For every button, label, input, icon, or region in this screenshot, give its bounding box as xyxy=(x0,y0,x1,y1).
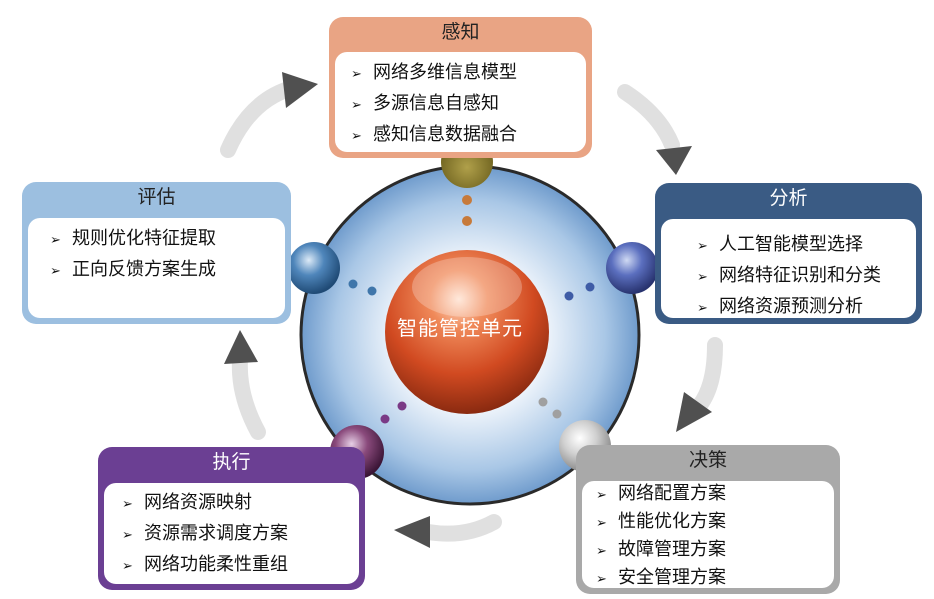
center-label: 智能管控单元 xyxy=(397,316,523,340)
list-item: ➢网络功能柔性重组 xyxy=(122,550,359,581)
connector-dot xyxy=(462,195,472,205)
item-list: ➢网络资源映射 ➢资源需求调度方案 ➢网络功能柔性重组 xyxy=(122,488,359,581)
card-title: 感知 xyxy=(441,21,480,43)
card-execute: 执行 ➢网络资源映射 ➢资源需求调度方案 ➢网络功能柔性重组 xyxy=(98,447,365,590)
connector-dot xyxy=(538,397,548,407)
list-item: ➢网络多维信息模型 xyxy=(351,58,586,89)
item-list: ➢网络多维信息模型 ➢多源信息自感知 ➢感知信息数据融合 xyxy=(351,58,586,151)
arrow-bullet-icon: ➢ xyxy=(697,239,708,254)
connector-dot xyxy=(585,282,595,292)
card-decide: 决策 ➢网络配置方案 ➢性能优化方案 ➢故障管理方案 ➢安全管理方案 xyxy=(576,445,840,594)
card-title: 决策 xyxy=(688,449,727,471)
connector-dot xyxy=(348,279,358,289)
connector-dot xyxy=(367,286,377,296)
card-perceive: 感知 ➢网络多维信息模型 ➢多源信息自感知 ➢感知信息数据融合 xyxy=(329,17,592,158)
list-item: ➢网络特征识别和分类 xyxy=(697,261,916,292)
card-body: ➢网络配置方案 ➢性能优化方案 ➢故障管理方案 ➢安全管理方案 xyxy=(582,481,834,588)
connector-dot xyxy=(462,216,472,226)
card-title: 评估 xyxy=(137,186,176,208)
card-body: ➢人工智能模型选择 ➢网络特征识别和分类 ➢网络资源预测分析 xyxy=(661,219,916,318)
arrow-bullet-icon: ➢ xyxy=(50,233,61,248)
arrow-bullet-icon: ➢ xyxy=(122,559,133,574)
list-item: ➢网络配置方案 xyxy=(596,481,834,509)
card-title: 执行 xyxy=(212,451,251,473)
arrow-execute-to-evaluate xyxy=(224,330,266,440)
connector-dot xyxy=(564,291,574,301)
item-list: ➢规则优化特征提取 ➢正向反馈方案生成 xyxy=(50,224,285,286)
arrow-bullet-icon: ➢ xyxy=(596,544,607,559)
connector-dot xyxy=(552,409,562,419)
arrow-decide-to-execute xyxy=(394,514,502,548)
item-list: ➢人工智能模型选择 ➢网络特征识别和分类 ➢网络资源预测分析 xyxy=(697,230,916,323)
node-ball-analyze xyxy=(606,242,658,294)
arrow-bullet-icon: ➢ xyxy=(351,98,362,113)
card-evaluate: 评估 ➢规则优化特征提取 ➢正向反馈方案生成 xyxy=(22,182,291,324)
core-sphere xyxy=(385,250,549,414)
card-body: ➢网络资源映射 ➢资源需求调度方案 ➢网络功能柔性重组 xyxy=(104,483,359,584)
core-highlight xyxy=(412,257,522,317)
list-item: ➢多源信息自感知 xyxy=(351,89,586,120)
arrow-bullet-icon: ➢ xyxy=(596,572,607,587)
card-body: ➢网络多维信息模型 ➢多源信息自感知 ➢感知信息数据融合 xyxy=(335,52,586,152)
arrow-perceive-to-analyze xyxy=(617,84,692,175)
list-item: ➢正向反馈方案生成 xyxy=(50,255,285,286)
arrow-evaluate-to-perceive xyxy=(220,72,318,158)
list-item: ➢故障管理方案 xyxy=(596,537,834,565)
arrow-analyze-to-decide xyxy=(676,337,723,432)
card-body: ➢规则优化特征提取 ➢正向反馈方案生成 xyxy=(28,218,285,318)
arrow-bullet-icon: ➢ xyxy=(351,67,362,82)
connector-dot xyxy=(380,414,390,424)
arrow-bullet-icon: ➢ xyxy=(596,516,607,531)
arrow-bullet-icon: ➢ xyxy=(122,528,133,543)
card-analyze: 分析 ➢人工智能模型选择 ➢网络特征识别和分类 ➢网络资源预测分析 xyxy=(655,183,922,324)
connector-dot xyxy=(397,401,407,411)
list-item: ➢网络资源预测分析 xyxy=(697,292,916,323)
arrow-bullet-icon: ➢ xyxy=(596,488,607,503)
arrow-bullet-icon: ➢ xyxy=(122,497,133,512)
node-ball-evaluate xyxy=(288,242,340,294)
item-list: ➢网络配置方案 ➢性能优化方案 ➢故障管理方案 ➢安全管理方案 xyxy=(596,481,834,593)
arrow-bullet-icon: ➢ xyxy=(697,270,708,285)
list-item: ➢人工智能模型选择 xyxy=(697,230,916,261)
list-item: ➢性能优化方案 xyxy=(596,509,834,537)
list-item: ➢资源需求调度方案 xyxy=(122,519,359,550)
list-item: ➢网络资源映射 xyxy=(122,488,359,519)
arrow-bullet-icon: ➢ xyxy=(50,264,61,279)
list-item: ➢规则优化特征提取 xyxy=(50,224,285,255)
list-item: ➢安全管理方案 xyxy=(596,565,834,593)
list-item: ➢感知信息数据融合 xyxy=(351,120,586,151)
arrow-bullet-icon: ➢ xyxy=(697,301,708,316)
card-title: 分析 xyxy=(769,187,808,209)
arrow-bullet-icon: ➢ xyxy=(351,129,362,144)
